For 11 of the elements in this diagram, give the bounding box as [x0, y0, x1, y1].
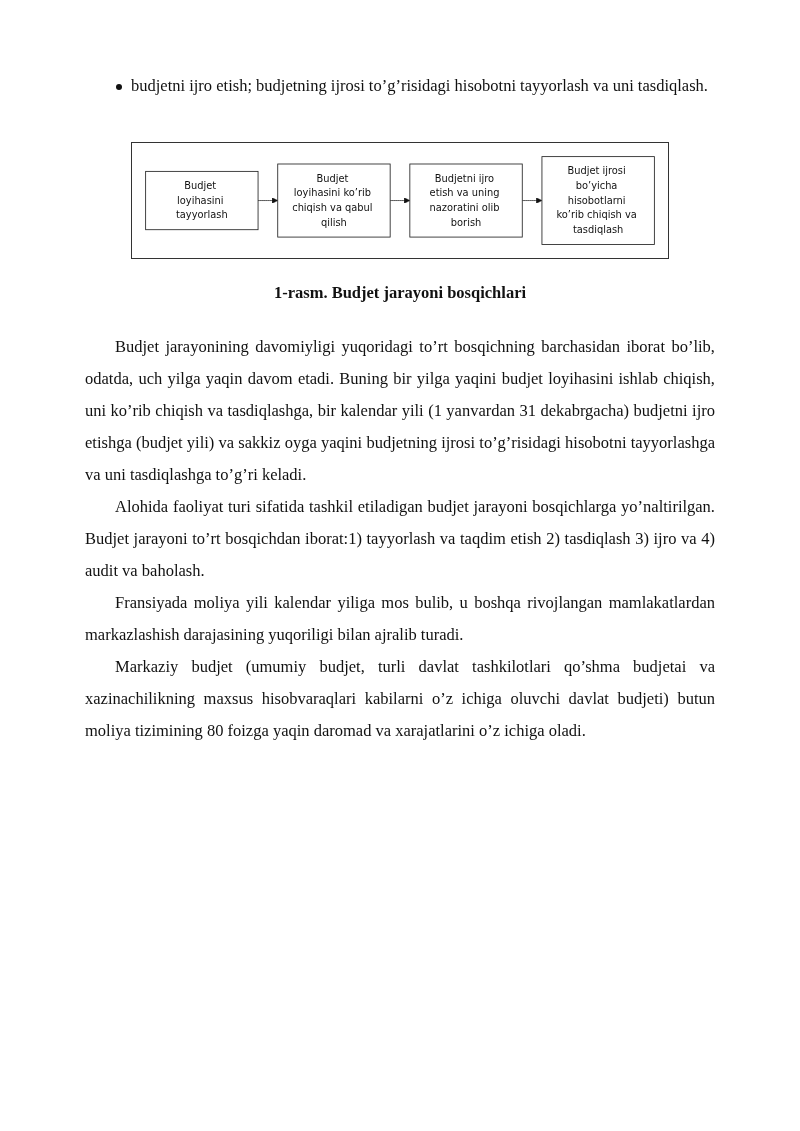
paragraph: Fransiyada moliya yili kalendar yiliga mos bulib, u boshqa rivojlangan mamlakatlardan markazlashish darajasining yuqoriligi bilan ajralib turadi.	[85, 592, 715, 647]
node-box	[541, 156, 655, 245]
paragraph: Markaziy budjet (umumiy budjet, turli davlat tashkilotlari qo’shma budjetai va xazinachilikning maxsus hisobvaraqlari kabilarni o’z ichiga oluvchi davlat budjeti) butun moliya tizimining 80 foizga yaqin daromad va xarajatlarini o’z ichiga oladi.	[85, 656, 715, 743]
paragraph: Budjet jarayonining davomiyligi yuqoridagi to’rt bosqichning barchasidan iborat bo’lib, odatda, uch yilga yaqin davom etadi. Buning bir yilga yaqini budjet loyihasini ishlab chiqish, uni ko’rib chiqish va tasdiqlashga, bir kalendar yili (1 yanvardan 31 dekabrgacha) budjetni ijro etishga (budjet yili) va sakkiz oyga yaqini budjetning ijrosi to’g’risidagi hisobotni tayyorlashga va uni tasdiqlashga to’g’ri keladi.	[85, 336, 715, 487]
node-box	[409, 163, 523, 238]
bullet-item: budjetni ijro etish; budjetning ijrosi to’g’risidagi hisobotni tayyorlash va uni tasdiqlash.	[131, 76, 708, 95]
figure-caption: 1-rasm. Budjet jarayoni bosqichlari	[272, 282, 528, 305]
figure-frame: Budjet loyihasini tayyorlash Budjet loyihasini ko’rib chiqish va qabul qilish Budjetni ijro etish va uning nazoratini olib borish Budjet ijrosi bo’yicha hisobotlarni ko’rib chiqish va tasdiqlash	[131, 142, 669, 260]
node-box	[145, 170, 259, 231]
paragraph: Alohida faoliyat turi sifatida tashkil etiladigan budjet jarayoni bosqichlarga yo’naltirilgan. Budjet jarayoni to’rt bosqichdan iborat:1) tayyorlash va taqdim etish 2) tasdiqlash 3) ijro va 4) audit va baholash.	[85, 496, 715, 583]
node-box	[277, 163, 391, 238]
